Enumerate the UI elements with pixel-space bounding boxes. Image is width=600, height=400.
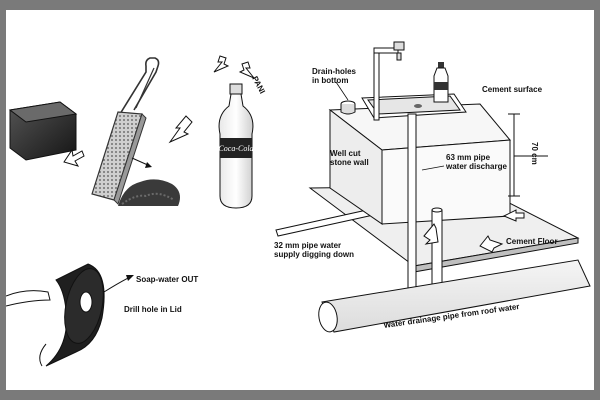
dimension-marker bbox=[508, 113, 548, 197]
double-arrow-icon bbox=[63, 148, 85, 167]
drill-hole-label: Drill hole in Lid bbox=[124, 305, 182, 314]
tap-icon bbox=[373, 41, 405, 121]
arrow-icon bbox=[213, 55, 230, 73]
diagram-canvas: Coca-Cola PANI Soap-water OUT Drill hole… bbox=[6, 10, 594, 390]
pipe63-label-line1: 63 mm pipe bbox=[446, 153, 491, 162]
soap-water-out-label: Soap-water OUT bbox=[136, 275, 198, 284]
tube-roll-icon bbox=[45, 263, 105, 367]
dimension-label: 70 cm bbox=[530, 142, 539, 165]
drainage-pipe bbox=[318, 259, 591, 333]
small-bottle-icon bbox=[433, 62, 449, 103]
pani-label: PANI bbox=[250, 75, 267, 96]
pipe32-label-line2: supply digging down bbox=[274, 250, 354, 259]
grated-soap-pile-icon bbox=[118, 179, 180, 206]
arrow-icon bbox=[131, 157, 152, 168]
well-cut-label-line2: stone wall bbox=[330, 158, 369, 167]
soap-bar-icon bbox=[8, 101, 78, 161]
drain-holes-label-line1: Drain-holes bbox=[312, 67, 357, 76]
diagram-svg: Coca-Cola PANI Soap-water OUT Drill hole… bbox=[6, 41, 591, 367]
cement-floor-label: Cement Floor bbox=[506, 237, 558, 246]
pipe63-label-line2: water discharge bbox=[445, 162, 507, 171]
arrow-icon bbox=[502, 209, 525, 222]
grater-icon bbox=[91, 57, 160, 205]
arrow-icon bbox=[103, 275, 134, 293]
drain-holes-label-line2: in bottom bbox=[312, 76, 348, 85]
arrow-icon bbox=[238, 61, 255, 79]
arrow-icon bbox=[168, 115, 193, 144]
cement-surface-label: Cement surface bbox=[482, 85, 543, 94]
well-cut-label-line1: Well cut bbox=[330, 149, 361, 158]
bottle-brand-label: Coca-Cola bbox=[218, 144, 253, 153]
arrow-icon bbox=[423, 223, 439, 245]
hand-icon bbox=[6, 290, 51, 367]
pipe32-label-line1: 32 mm pipe water bbox=[274, 241, 341, 250]
bottle-icon: Coca-Cola bbox=[218, 83, 254, 209]
arrow-icon bbox=[479, 235, 504, 253]
